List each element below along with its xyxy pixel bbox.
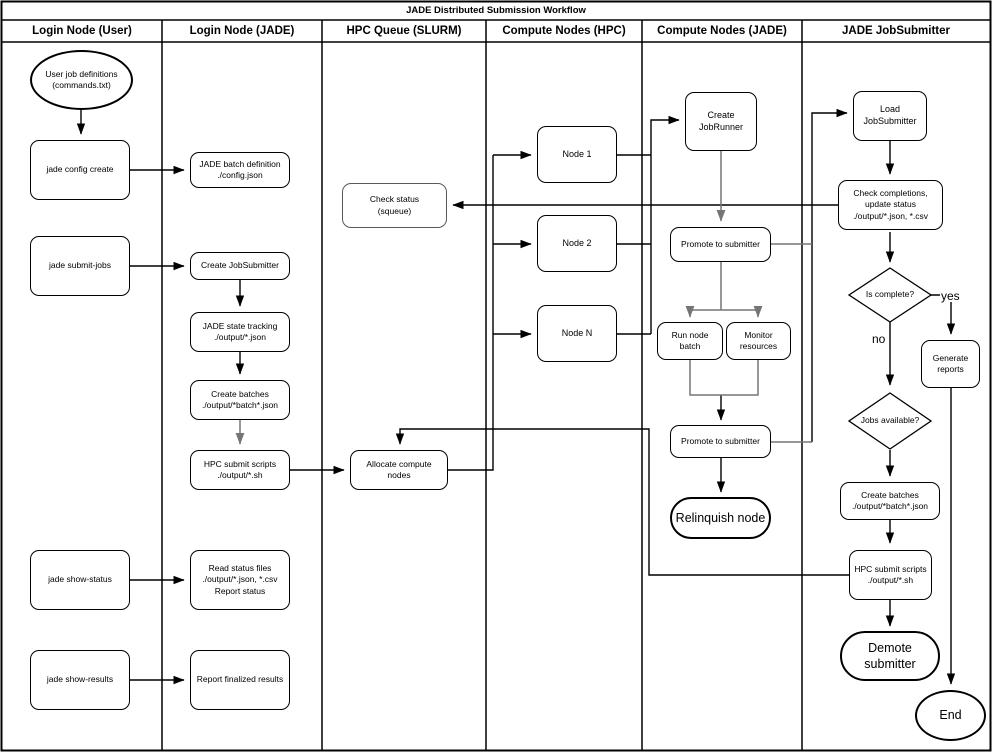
node-node-1: Node 1	[537, 126, 617, 183]
lane-header-login-node-jade: Login Node (JADE)	[189, 25, 295, 37]
diagram-title: JADE Distributed Submission Workflow	[406, 5, 586, 16]
node-jobs-available: Jobs available?	[848, 392, 932, 450]
lane-header-jade-jobsubmitter: JADE JobSubmitter	[842, 25, 950, 37]
node-demote-submitter: Demote submitter	[840, 631, 940, 681]
edge-label-yes: yes	[940, 289, 961, 303]
diamond-shape	[848, 267, 932, 323]
node-allocate-compute-nodes: Allocate compute nodes	[350, 450, 448, 490]
lane-dividers	[161, 20, 803, 750]
node-jade-show-results: jade show-results	[30, 650, 130, 710]
node-load-jobsubmitter: Load JobSubmitter	[853, 91, 927, 141]
node-hpc-submit-scripts-login: HPC submit scripts ./output/*.sh	[190, 450, 290, 490]
lane-header-compute-nodes-hpc: Compute Nodes (HPC)	[502, 25, 626, 37]
node-read-status-files: Read status files ./output/*.json, *.csv…	[190, 550, 290, 610]
node-generate-reports: Generate reports	[921, 340, 980, 388]
node-node-2: Node 2	[537, 215, 617, 272]
edge-nodes-to-create-jobrunner	[650, 115, 680, 334]
node-report-finalized-results: Report finalized results	[190, 650, 290, 710]
lane-header-login-node-user: Login Node (User)	[32, 25, 132, 37]
edge-allocate-to-nodes-trunk	[448, 155, 494, 471]
node-end: End	[915, 690, 986, 741]
node-relinquish-node: Relinquish node	[670, 497, 771, 539]
lane-header-hpc-queue-slurm: HPC Queue (SLURM)	[346, 25, 462, 37]
edge-label-no: no	[871, 332, 887, 346]
diamond-shape	[848, 392, 932, 450]
node-check-completions: Check completions, update status ./outpu…	[838, 180, 943, 230]
edge-nodes-collector	[617, 154, 651, 335]
lane-header-compute-nodes-jade: Compute Nodes (JADE)	[657, 25, 787, 37]
edge-batch-monitor-merge	[689, 360, 759, 396]
node-jade-config-create: jade config create	[30, 140, 130, 200]
node-run-node-batch: Run node batch	[657, 322, 723, 360]
node-jade-show-status: jade show-status	[30, 550, 130, 610]
node-create-jobrunner: Create JobRunner	[685, 92, 757, 151]
node-create-jobsubmitter: Create JobSubmitter	[190, 252, 290, 280]
node-hpc-submit-scripts-submitter: HPC submit scripts ./output/*.sh	[849, 550, 932, 600]
node-jade-submit-jobs: jade submit-jobs	[30, 236, 130, 296]
node-promote-to-submitter-2: Promote to submitter	[670, 425, 771, 458]
edge-hpc-scripts-loop-to-allocate	[395, 428, 849, 576]
node-create-batches-submitter: Create batches ./output/*batch*.json	[840, 482, 940, 520]
edge-promote1-split	[690, 262, 758, 311]
edge-promote-to-load-jobsubmitter	[811, 108, 848, 442]
node-create-batches-login: Create batches ./output/*batch*.json	[190, 380, 290, 420]
jobs-available-label: Jobs available?	[860, 415, 920, 426]
edge-promotes-to-trunk	[771, 243, 812, 443]
node-check-status: Check status (squeue)	[342, 183, 447, 228]
node-is-complete: Is complete?	[848, 267, 932, 323]
node-node-n: Node N	[537, 305, 617, 362]
node-user-job-definitions: User job definitions (commands.txt)	[30, 50, 133, 110]
is-complete-label: Is complete?	[865, 289, 915, 300]
node-jade-state-tracking: JADE state tracking ./output/*.json	[190, 312, 290, 352]
node-promote-to-submitter-1: Promote to submitter	[670, 227, 771, 262]
node-monitor-resources: Monitor resources	[726, 322, 791, 360]
node-jade-batch-definition: JADE batch definition ./config.json	[190, 152, 290, 188]
